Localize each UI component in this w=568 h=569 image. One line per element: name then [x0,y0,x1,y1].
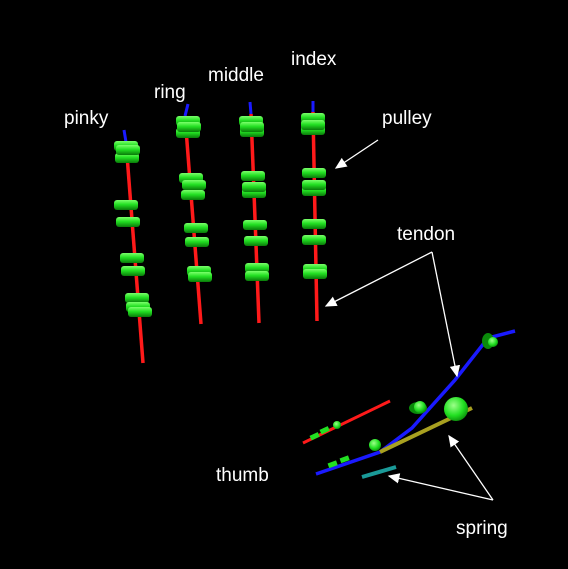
thumb-joint [444,397,468,421]
index-pulley [302,180,326,190]
thumb-joint [333,421,341,429]
label-index: index [291,49,337,70]
ring-pulley [177,122,201,132]
spring-arrow-lower [387,473,494,501]
middle-tendon [249,113,261,324]
finger-index [301,101,327,322]
thumb-pulley [327,460,338,469]
index-pulley [302,168,326,178]
thumb-joint [369,439,381,451]
middle-pulley [245,271,269,281]
thumb-pulley [339,455,350,464]
tendon-arrow-left [324,251,433,307]
finger-tendons [114,101,327,364]
middle-pulley [242,182,266,192]
label-ring: ring [154,82,186,103]
thumb-pulley [309,432,320,441]
index-tendon [311,111,319,322]
pinky-pulley [115,153,139,163]
finger-middle [239,101,269,324]
index-pulley [303,269,327,279]
pinky-pulley [125,293,149,303]
finger-ring [176,103,212,325]
index-pulley [301,120,325,130]
finger-pinky [114,129,152,364]
ring-pulley [188,272,212,282]
index-pulley [302,235,326,245]
ring-pulley [185,237,209,247]
spring-arrow-upper [448,434,494,501]
ring-pulley [184,223,208,233]
label-pulley: pulley [382,108,432,129]
label-middle: middle [208,65,264,86]
ring-pulley [182,180,206,190]
thumb-assembly [302,329,516,479]
pinky-pulley [116,217,140,227]
thumb-pulley [319,426,330,435]
pinky-pulley [116,145,140,155]
pinky-pulley [121,266,145,276]
pinky-pulley [120,253,144,263]
middle-pulley [244,236,268,246]
label-thumb: thumb [216,465,269,486]
thumb-joint [414,401,426,413]
pinky-tendon [124,141,145,364]
pinky-pulley [128,307,152,317]
label-spring: spring [456,518,508,539]
ring-tendon-tip [183,103,190,117]
tendon-arrow-right [431,251,461,378]
annotation-arrows [324,139,494,501]
middle-pulley [243,220,267,230]
index-pulley [302,219,326,229]
ring-tendon [183,115,203,325]
pulley-arrow [334,139,379,169]
pinky-tendon-tip [122,129,128,143]
middle-pulley [241,171,265,181]
label-tendon: tendon [397,224,455,245]
label-pinky: pinky [64,108,109,129]
spring-teal [361,465,397,479]
thumb-joint [488,337,498,347]
middle-pulley [245,263,269,273]
middle-pulley [240,122,264,132]
pinky-pulley [114,200,138,210]
middle-tendon-tip [248,101,253,115]
ring-pulley [181,190,205,200]
